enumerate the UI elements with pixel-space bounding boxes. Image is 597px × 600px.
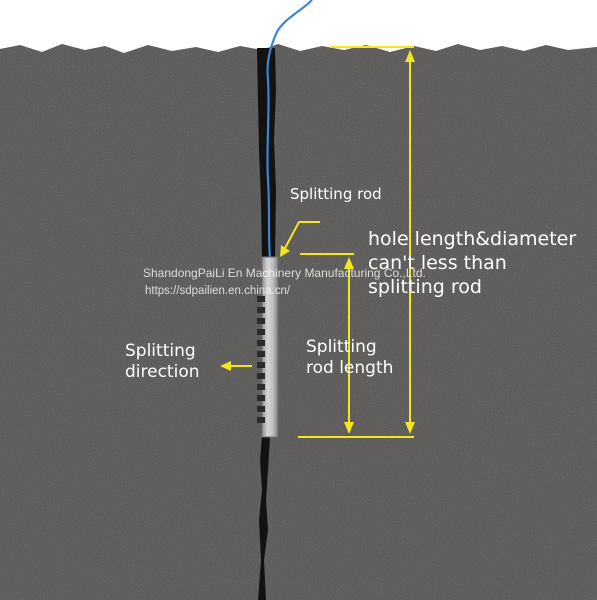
rock-crack bbox=[258, 436, 270, 600]
rod-length-line-2: rod length bbox=[306, 358, 394, 379]
blue-cable bbox=[266, 0, 313, 259]
annotation-lines bbox=[220, 46, 415, 438]
rod-hole bbox=[257, 351, 265, 357]
hole-requirement-line-1: hole length&diameter bbox=[368, 228, 577, 250]
rod-hole bbox=[257, 417, 265, 423]
rod-hole bbox=[257, 384, 265, 390]
rod-hole bbox=[257, 307, 265, 313]
rod-length-label: Splitting rod length bbox=[306, 337, 393, 380]
rod-pointer-line bbox=[283, 221, 320, 251]
splitting-rod bbox=[261, 256, 279, 438]
rod-length-line-1: Splitting bbox=[306, 337, 377, 357]
rock-texture bbox=[0, 44, 597, 600]
rod-hole bbox=[257, 362, 265, 368]
splitting-rod-label: Splitting rod bbox=[290, 185, 382, 203]
hole-requirement-label: hole length&diameter can't less than spl… bbox=[368, 228, 576, 299]
hole-requirement-line-2: can't less than bbox=[368, 251, 507, 274]
hole-length-arrow-bottom bbox=[405, 422, 415, 434]
rod-hole bbox=[257, 296, 265, 302]
watermark-company: ShandongPaiLi En Machinery Manufacturing… bbox=[143, 266, 426, 280]
splitting-direction-label: Splitting direction bbox=[125, 341, 200, 384]
rod-hole bbox=[257, 340, 265, 346]
splitting-direction-arrow bbox=[220, 361, 231, 371]
hole-requirement-line-3: splitting rod bbox=[368, 275, 482, 298]
rod-holes bbox=[257, 296, 265, 423]
rod-hole bbox=[257, 373, 265, 379]
splitting-direction-line-2: direction bbox=[125, 362, 200, 383]
watermark-url: https://sdpailien.en.china.cn/ bbox=[145, 285, 291, 297]
splitting-direction-line-1: Splitting bbox=[125, 341, 196, 361]
rod-hole bbox=[257, 329, 265, 335]
rod-pointer-arrow bbox=[280, 245, 290, 257]
rod-length-arrow-top bbox=[344, 257, 354, 269]
hole-length-arrow-top bbox=[405, 50, 415, 62]
rod-hole bbox=[257, 406, 265, 412]
rod-hole bbox=[257, 318, 265, 324]
rod-hole bbox=[257, 395, 265, 401]
rod-length-arrow-bottom bbox=[344, 422, 354, 434]
